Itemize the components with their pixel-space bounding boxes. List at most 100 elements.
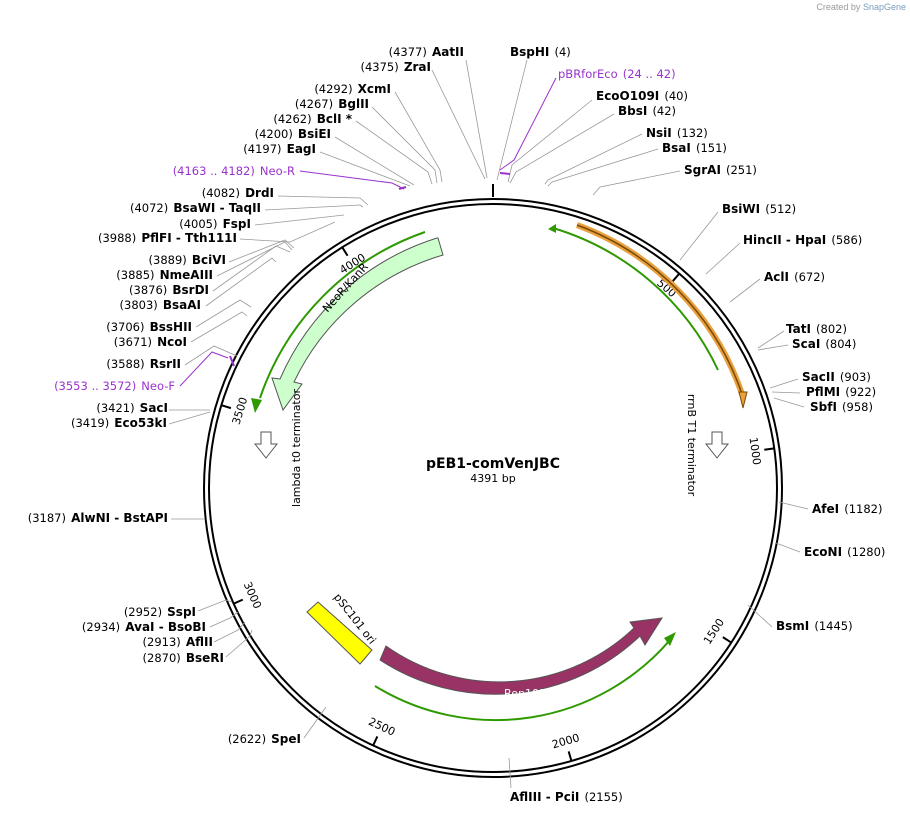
site-label-eagi: (4197) EagI bbox=[243, 138, 316, 157]
lambda-t0-terminator-glyph bbox=[253, 431, 279, 459]
site-label-afei: AfeI (1182) bbox=[812, 498, 882, 517]
site-name: BbsI bbox=[618, 104, 647, 118]
site-position: (3889) bbox=[149, 253, 187, 267]
site-position: (3876) bbox=[129, 283, 167, 297]
backbone-outer-ring bbox=[203, 198, 783, 778]
site-position: (3419) bbox=[71, 416, 109, 430]
site-label-zrai: (4375) ZraI bbox=[360, 56, 431, 75]
site-position: (4375) bbox=[360, 60, 398, 74]
site-name: NsiI bbox=[646, 126, 672, 140]
site-position: (1445) bbox=[814, 619, 852, 633]
site-name: NmeAIII bbox=[160, 268, 213, 282]
site-label-ecoo109i: EcoO109I (40) bbox=[596, 85, 688, 104]
site-position: (903) bbox=[840, 370, 871, 384]
site-name: AvaI - BsoBI bbox=[125, 620, 206, 634]
site-name: BsaWI - TaqII bbox=[173, 201, 261, 215]
psc101-ori-feature bbox=[306, 601, 373, 665]
scale-tick-label: 2500 bbox=[366, 715, 397, 739]
site-label-xcmi: (4292) XcmI bbox=[314, 78, 391, 97]
site-name: NcoI bbox=[157, 335, 187, 349]
site-label-econi: EcoNI (1280) bbox=[804, 541, 885, 560]
site-label-bsrdi: (3876) BsrDI bbox=[129, 279, 209, 298]
scale-tick-mark bbox=[372, 735, 379, 746]
site-label-pbrforeco: pBRforEco (24 .. 42) bbox=[558, 63, 676, 82]
site-label-acli: AclI (672) bbox=[764, 266, 825, 285]
site-position: (1182) bbox=[844, 502, 882, 516]
site-position: (4163 .. 4182) bbox=[173, 164, 255, 178]
lambda-t0-terminator-label: lambda t0 terminator bbox=[290, 389, 303, 507]
site-name: SpeI bbox=[271, 732, 301, 746]
site-label-bsiwi: BsiWI (512) bbox=[722, 198, 796, 217]
leader-lines bbox=[168, 59, 809, 789]
rep101-thin-arrowhead bbox=[664, 632, 676, 646]
site-name: BglII bbox=[338, 97, 369, 111]
site-name: Neo-F bbox=[141, 379, 175, 393]
scale-tick-label: 2000 bbox=[551, 731, 582, 751]
rep101-label: Rep101 bbox=[504, 687, 546, 700]
rep101-thin-arrow bbox=[374, 639, 671, 722]
site-label-aflii: (2913) AflII bbox=[143, 631, 213, 650]
rrnb-t1-terminator-glyph bbox=[704, 431, 730, 459]
site-name: BciVI bbox=[192, 253, 226, 267]
site-position: (3803) bbox=[120, 298, 158, 312]
site-name: BsrDI bbox=[172, 283, 209, 297]
site-label-pflmi: PflMI (922) bbox=[806, 381, 876, 400]
site-name: EcoO109I bbox=[596, 89, 659, 103]
plasmid-length: 4391 bp bbox=[470, 472, 515, 485]
site-label-ncoi: (3671) NcoI bbox=[114, 331, 187, 350]
neo-thin-arrowhead bbox=[251, 398, 262, 413]
plasmid-name: pEB1-comVenJBC bbox=[426, 456, 560, 472]
site-position: (4197) bbox=[243, 142, 281, 156]
site-label-sacii: SacII (903) bbox=[802, 366, 871, 385]
site-label-bsiei: (4200) BsiEI bbox=[255, 123, 331, 142]
site-name: BsaAI bbox=[163, 298, 201, 312]
scale-tick-label: 1500 bbox=[701, 616, 727, 647]
rrnb-thin-arrow bbox=[552, 227, 719, 371]
site-position: (4200) bbox=[255, 127, 293, 141]
site-name: BseRI bbox=[186, 651, 224, 665]
site-position: (2622) bbox=[228, 732, 266, 746]
site-label-bsai: BsaI (151) bbox=[662, 137, 727, 156]
site-name: SspI bbox=[167, 605, 196, 619]
site-position: (151) bbox=[696, 141, 727, 155]
site-name: SacII bbox=[802, 370, 835, 384]
credit-prefix: Created by bbox=[816, 2, 861, 12]
site-position: (3706) bbox=[106, 320, 144, 334]
site-position: (2934) bbox=[82, 620, 120, 634]
site-name: AatII bbox=[432, 45, 464, 59]
site-name: RsrII bbox=[150, 357, 181, 371]
scale-tick-label: 3000 bbox=[241, 580, 264, 611]
site-name: BsaI bbox=[662, 141, 691, 155]
snapgene-credit: Created by SnapGene bbox=[816, 2, 906, 12]
site-name: TatI bbox=[786, 322, 811, 336]
site-label-tati: TatI (802) bbox=[786, 318, 847, 337]
site-label-sbfi: SbfI (958) bbox=[810, 396, 873, 415]
site-name: PflFI - Tth111I bbox=[141, 231, 237, 245]
site-name: ZraI bbox=[404, 60, 431, 74]
site-position: (3671) bbox=[114, 335, 152, 349]
site-label-bseri: (2870) BseRI bbox=[143, 647, 224, 666]
site-position: (42) bbox=[652, 104, 676, 118]
site-label-avai-bsobi: (2934) AvaI - BsoBI bbox=[82, 616, 206, 635]
site-name: ScaI bbox=[792, 337, 820, 351]
site-position: (132) bbox=[677, 126, 708, 140]
site-position: (1280) bbox=[847, 545, 885, 559]
site-position: (512) bbox=[765, 202, 796, 216]
site-label-sgrai: SgrAI (251) bbox=[684, 159, 757, 178]
site-position: (2913) bbox=[143, 635, 181, 649]
site-position: (4072) bbox=[130, 201, 168, 215]
site-position: (3588) bbox=[106, 357, 144, 371]
site-label-spei: (2622) SpeI bbox=[228, 728, 301, 747]
site-label-neo-f: (3553 .. 3572) Neo-F bbox=[54, 375, 175, 394]
site-label-pflfi-tth111i: (3988) PflFI - Tth111I bbox=[98, 227, 237, 246]
site-label-drdi: (4082) DrdI bbox=[202, 182, 274, 201]
site-label-bcivi: (3889) BciVI bbox=[149, 249, 226, 268]
site-position: (3988) bbox=[98, 231, 136, 245]
scale-tick-mark bbox=[221, 404, 232, 410]
site-label-neo-r: (4163 .. 4182) Neo-R bbox=[173, 160, 295, 179]
site-name: AclI bbox=[764, 270, 789, 284]
site-position: (4082) bbox=[202, 186, 240, 200]
scale-tick-label: 1000 bbox=[747, 436, 764, 466]
site-name: AflIII - PciI bbox=[510, 790, 579, 804]
